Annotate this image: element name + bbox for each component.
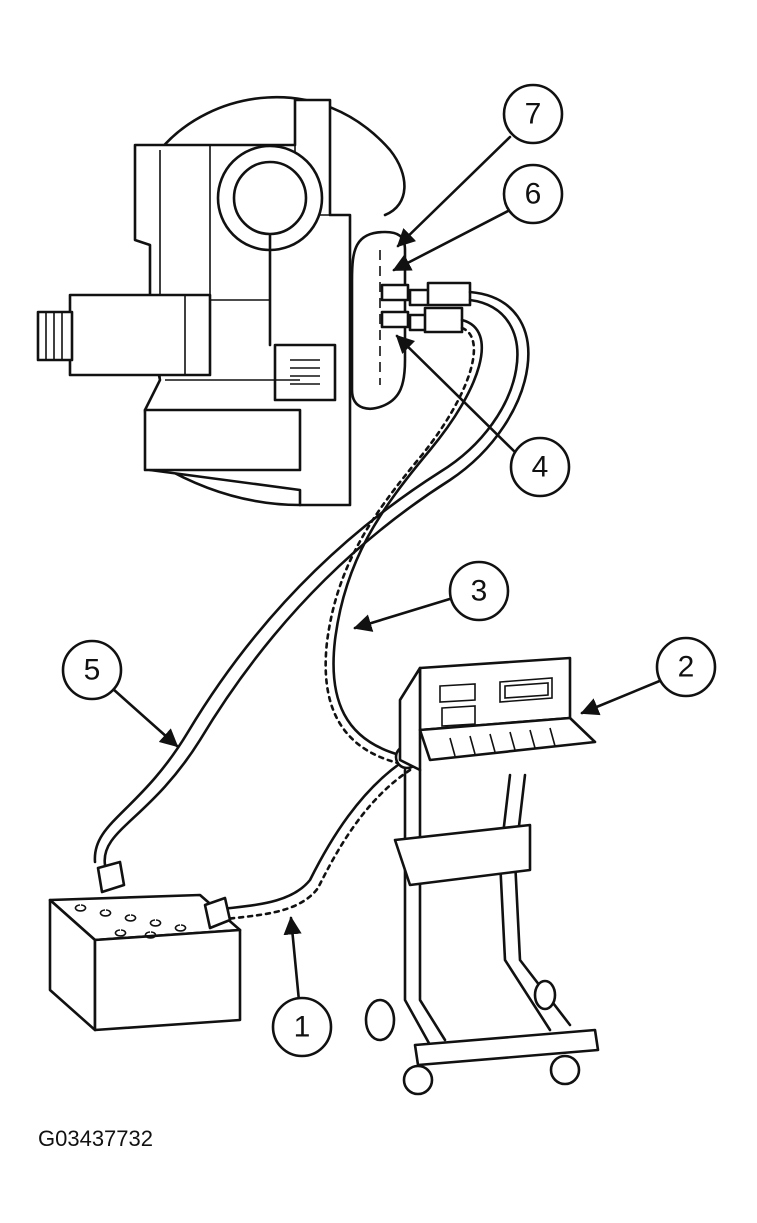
connector-upper	[408, 281, 472, 307]
housing-lower-flange	[143, 408, 302, 472]
cable-5-outer	[103, 290, 530, 867]
leader-7	[396, 135, 512, 248]
callout-3-circle	[448, 560, 510, 622]
leader-4	[395, 334, 520, 457]
housing-port-slots	[290, 359, 320, 385]
callout-7-label: 7	[525, 98, 542, 131]
solenoid-body	[68, 293, 212, 377]
callout-6-circle	[502, 163, 564, 225]
leader-6	[392, 208, 512, 272]
callout-2-label: 2	[678, 651, 695, 684]
leader-1	[283, 916, 302, 1003]
callout-2: 2	[655, 636, 717, 698]
solenoid-ribs	[45, 295, 186, 375]
battery-front	[93, 928, 242, 1032]
callout-6: 6	[502, 163, 564, 225]
housing-port-box	[273, 343, 337, 402]
leader-3	[353, 596, 455, 632]
leader-arrows	[111, 135, 664, 1003]
tester-frame-legs	[403, 768, 572, 1047]
cable-1-a	[213, 758, 407, 912]
callout-5-circle	[61, 639, 123, 701]
tester-wheel-front-right	[549, 1054, 581, 1086]
housing-detail-lines	[134, 145, 330, 380]
cable-3-a	[332, 318, 484, 757]
tester-shelf	[393, 823, 532, 887]
tester-display-windows	[439, 677, 553, 727]
housing-outline-bottom	[158, 463, 302, 507]
cable-1-b	[216, 768, 412, 922]
connector-lower	[408, 306, 464, 334]
battery-cell-caps	[74, 904, 187, 939]
tester-cart	[364, 656, 600, 1096]
callout-1: 1	[271, 996, 333, 1058]
callout-7-circle	[502, 83, 564, 145]
solenoid-cap	[36, 310, 74, 362]
callout-3: 3	[448, 560, 510, 622]
tester-wheel-front-left	[402, 1064, 434, 1096]
callout-2-circle	[655, 636, 717, 698]
callout-1-circle	[271, 996, 333, 1058]
tester-base	[413, 1028, 600, 1067]
battery-clamp-positive	[203, 896, 232, 930]
tester-wheel-rear-left	[364, 998, 396, 1042]
callout-1-label: 1	[294, 1011, 311, 1044]
callout-5-label: 5	[84, 654, 101, 687]
callout-4-circle	[509, 436, 571, 498]
leader-2	[580, 678, 664, 716]
leader-5	[111, 687, 179, 748]
battery-clamp-negative	[96, 860, 126, 894]
cables	[93, 290, 530, 922]
tester-keys	[449, 727, 556, 757]
callout-5: 5	[61, 639, 123, 701]
cable-3-b	[324, 326, 476, 765]
housing-assembly	[36, 96, 410, 507]
callout-6-label: 6	[525, 178, 542, 211]
callout-3-label: 3	[471, 575, 488, 608]
callout-4-label: 4	[532, 451, 549, 484]
figure-reference-id: G03437732	[38, 1126, 153, 1151]
callout-4: 4	[509, 436, 571, 498]
harness-connectors	[408, 281, 472, 334]
housing-outline-top	[158, 96, 406, 217]
tester-wheel-rear-right	[533, 979, 557, 1011]
connector-pins	[380, 283, 410, 329]
tester-side-panel	[398, 666, 422, 772]
cable-5-inner	[93, 298, 519, 864]
tester-keypad	[418, 716, 597, 762]
callout-7: 7	[502, 83, 564, 145]
battery	[48, 860, 242, 1032]
